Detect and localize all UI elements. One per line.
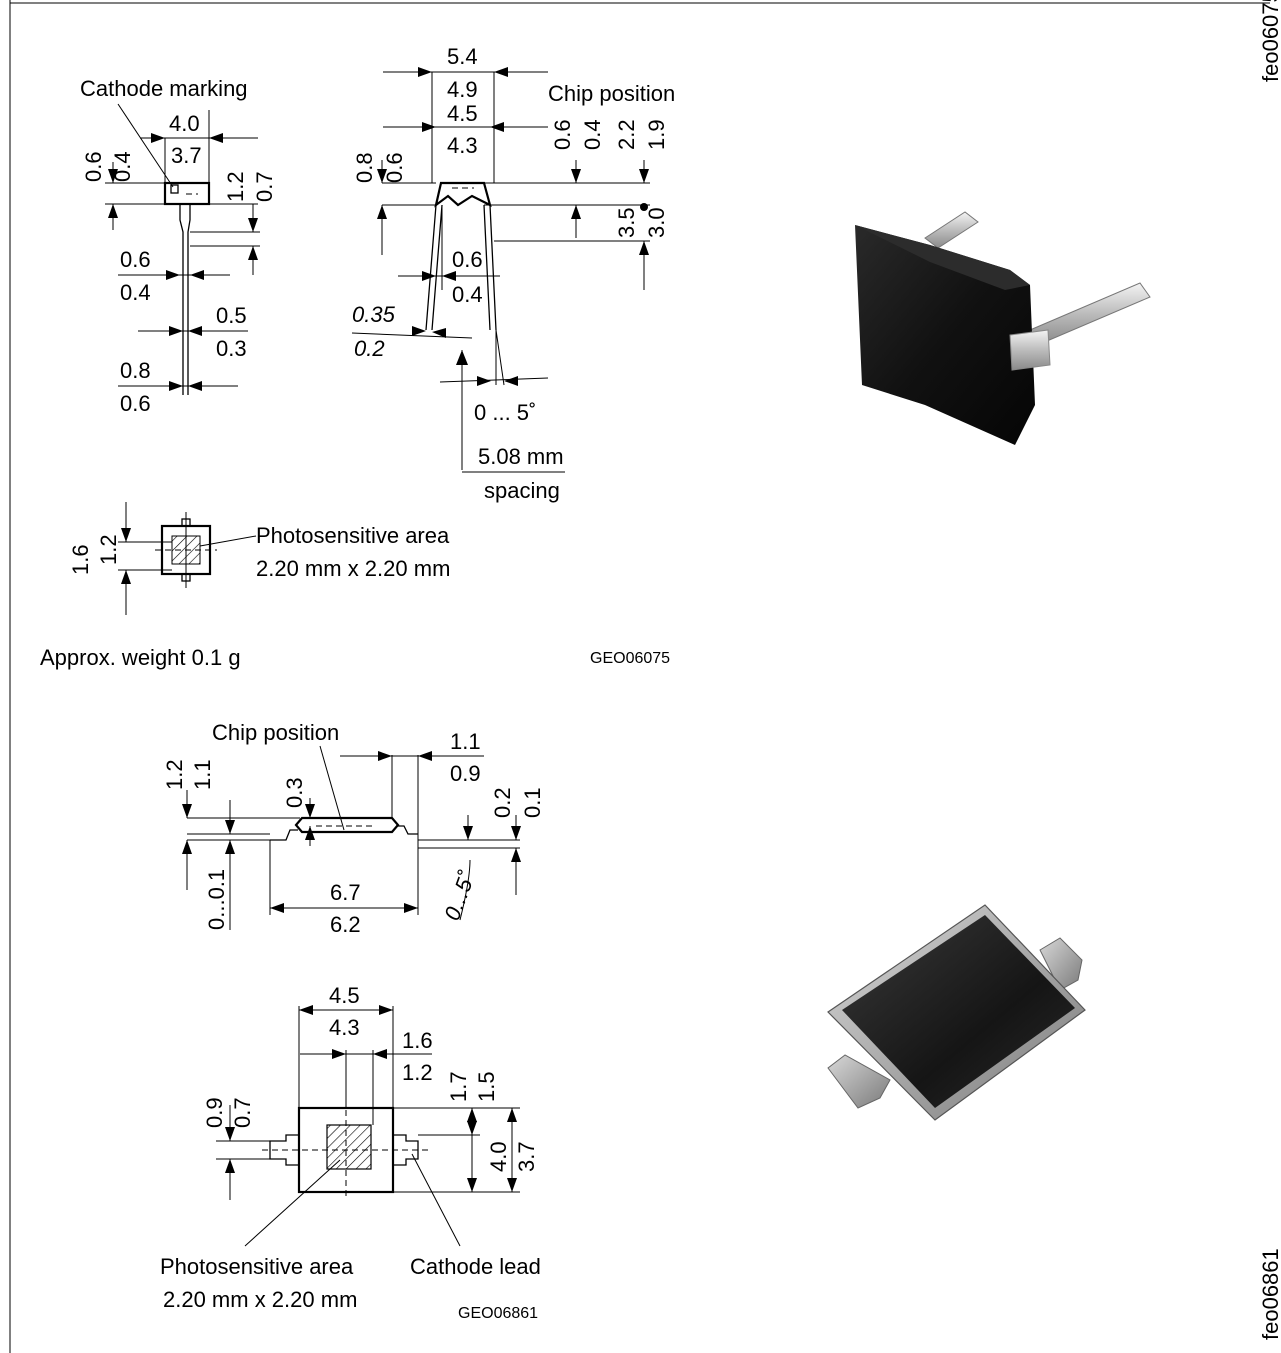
- dim-front-lead-max: 0.6: [452, 247, 483, 272]
- dim-smd-tip-max: 1.1: [450, 729, 481, 754]
- dim-smd-h2-max: 4.0: [486, 1141, 511, 1172]
- dim-top-max: 1.6: [68, 544, 93, 575]
- dim-smd-len-max: 6.7: [330, 880, 361, 905]
- angle-label: 0 ... 5˚: [474, 400, 536, 425]
- dim-pin-min: 0.3: [216, 336, 247, 361]
- weight-label: Approx. weight 0.1 g: [40, 645, 241, 670]
- dim-chip-c1-max: 0.6: [550, 119, 575, 150]
- dim-chip-c2-max: 2.2: [614, 119, 639, 150]
- dim-pin-max: 0.5: [216, 303, 247, 328]
- dim-chip-c2-min: 1.9: [644, 119, 669, 150]
- dim-smd-lead-w-min: 0.7: [230, 1097, 255, 1128]
- dim-side-h-max: 1.2: [223, 171, 248, 202]
- figure-id-top: feo06075: [1258, 0, 1281, 82]
- dim-side-top-min: 0.4: [110, 151, 135, 182]
- bhd-top-view: 4.5 4.3 1.6 1.2 0.9 0.7 1.7 1.5 4.0 3.7: [160, 983, 541, 1322]
- dim-smd-top-w-min: 4.3: [329, 1015, 360, 1040]
- figure-id-bottom: feo06861: [1258, 1248, 1281, 1340]
- dim-smd-top-w-max: 4.5: [329, 983, 360, 1008]
- photosensitive-label-bottom: Photosensitive area: [160, 1254, 354, 1279]
- dim-front-w2-max: 4.5: [447, 101, 478, 126]
- cathode-marking-label: Cathode marking: [80, 76, 248, 101]
- dim-front-thick-max: 0.35: [352, 302, 396, 327]
- dim-side-width-max: 4.0: [169, 111, 200, 136]
- dim-smd-pad-max: 1.6: [402, 1028, 433, 1053]
- dim-smd-lead-w-max: 0.9: [202, 1097, 227, 1128]
- dim-side-h-min: 0.7: [252, 171, 277, 202]
- cathode-lead-label: Cathode lead: [410, 1254, 541, 1279]
- dim-front-w1-max: 5.4: [447, 44, 478, 69]
- dim-foot-max: 0.8: [120, 358, 151, 383]
- dim-front-h-max: 0.8: [352, 152, 377, 183]
- dim-chip-c1-min: 0.4: [580, 119, 605, 150]
- dim-chip-c3-min: 3.0: [644, 207, 669, 238]
- dim-smd-len-min: 6.2: [330, 912, 361, 937]
- dim-lead-max: 0.6: [120, 247, 151, 272]
- photosensitive-label: Photosensitive area: [256, 523, 450, 548]
- chip-position-label-bottom: Chip position: [212, 720, 339, 745]
- dim-foot-min: 0.6: [120, 391, 151, 416]
- chip-position-label: Chip position: [548, 81, 675, 106]
- thd-top-view: 1.6 1.2 Photosensitive area 2.20 mm x 2.…: [68, 502, 450, 615]
- dim-smd-angle: 0...5˚: [439, 867, 480, 923]
- photosensitive-size-bottom: 2.20 mm x 2.20 mm: [163, 1287, 357, 1312]
- dim-smd-pad-min: 1.2: [402, 1060, 433, 1085]
- photosensitive-size: 2.20 mm x 2.20 mm: [256, 556, 450, 581]
- thd-side-view: Cathode marking 4.0 3.7 0.6 0.4 1.2: [80, 76, 277, 416]
- dim-front-h-min: 0.6: [382, 152, 407, 183]
- dim-front-w2-min: 4.3: [447, 133, 478, 158]
- drawing-code-top: GEO06075: [590, 650, 670, 667]
- spacing-label: spacing: [484, 478, 560, 503]
- smd-package-photo: [827, 904, 1086, 1121]
- tht-package-photo: [855, 211, 1151, 445]
- dim-smd-h-max: 1.2: [162, 759, 187, 790]
- dim-smd-lead-max: 0.2: [490, 787, 515, 818]
- thd-front-view: 5.4 4.9 4.5 4.3 Chip position 0.8 0.6 0.…: [351, 44, 675, 503]
- dim-side-width-min: 3.7: [171, 143, 202, 168]
- dim-smd-chip: 0.3: [282, 777, 307, 808]
- dim-smd-h2-min: 3.7: [514, 1141, 539, 1172]
- dim-smd-offset: 0...0.1: [204, 869, 229, 930]
- drawing-code-bottom: GEO06861: [458, 1305, 538, 1322]
- dim-smd-c-max: 1.7: [446, 1071, 471, 1102]
- dim-front-lead-min: 0.4: [452, 282, 483, 307]
- spacing-value: 5.08 mm: [478, 444, 564, 469]
- bhd-side-view: Chip position 1.2 1.1 0...0.1 0.3 1.1: [162, 720, 545, 937]
- dim-smd-h-min: 1.1: [190, 759, 215, 790]
- dim-front-thick-min: 0.2: [354, 336, 385, 361]
- dim-smd-tip-min: 0.9: [450, 761, 481, 786]
- dim-top-min: 1.2: [96, 534, 121, 565]
- dim-chip-c3-max: 3.5: [614, 207, 639, 238]
- dim-side-top-max: 0.6: [81, 151, 106, 182]
- dim-front-w1-min: 4.9: [447, 77, 478, 102]
- dim-lead-min: 0.4: [120, 280, 151, 305]
- dim-smd-lead-min: 0.1: [520, 787, 545, 818]
- dim-smd-c-min: 1.5: [474, 1071, 499, 1102]
